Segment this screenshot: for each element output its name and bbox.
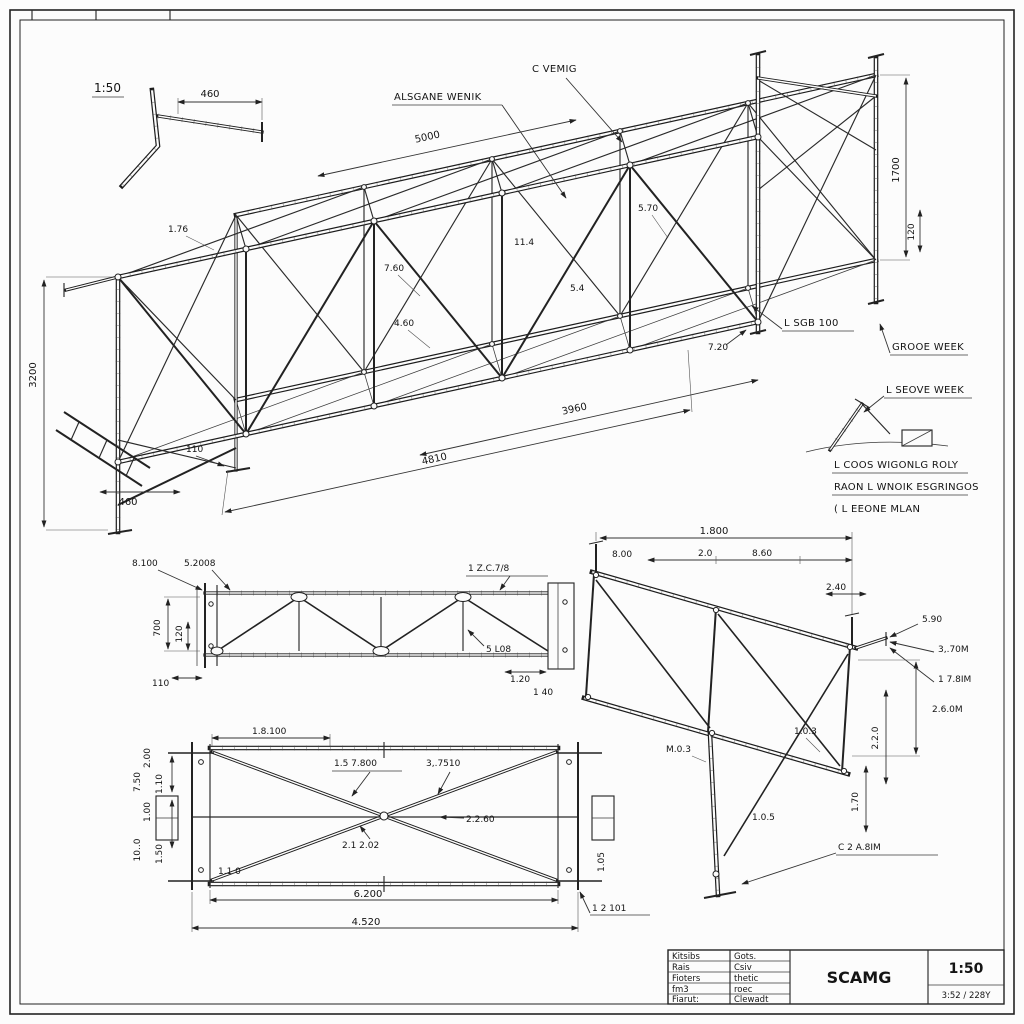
side-dim-140: 1 40 [533, 688, 553, 698]
iso-label-alsgane-wenik: ALSGANE WENIK [394, 92, 482, 103]
iso-dim-3960: 3960 [561, 401, 588, 417]
frame-dim-m03: M.0.3 [666, 745, 691, 755]
iso-label-l-sgb-100: L SGB 100 [784, 318, 839, 329]
iso-dim-176: 1.76 [168, 225, 188, 235]
iso-dim-720: 7.20 [708, 343, 728, 353]
titleblock-cell-r2c1: Rais [672, 963, 690, 973]
iso-dim-5000: 5000 [414, 129, 441, 145]
iso-label-l-seove-week: L SEOVE WEEK [886, 385, 964, 396]
titleblock-cell-r1c2: Gots. [734, 952, 756, 962]
side-dim-120b: 1.20 [510, 675, 530, 685]
titleblock-cell-r4c1: fm3 [672, 985, 689, 995]
detail-dim-460: 460 [200, 89, 219, 100]
frame-dim-260m: 2.6.0M [932, 705, 963, 715]
end-frame-linework [581, 540, 889, 899]
titleblock-cell-r2c2: Csiv [734, 963, 752, 973]
plan-dim-750: 7.50 [133, 772, 143, 792]
titleblock-cell-r5c1: Fiarut: [672, 995, 699, 1005]
titleblock-cell-r3c1: Fioters [672, 974, 701, 984]
iso-truss-annotations: 5000 1700 120 3200 460 110 4810 3960 7.2… [28, 64, 972, 531]
side-dim-52008: 5.2008 [184, 559, 216, 569]
iso-dim-114: 11.4 [514, 238, 534, 248]
plan-dim-12101: 1 2 101 [592, 904, 626, 914]
titleblock-cell-r5c2: Clewadt [734, 995, 769, 1005]
note-l-eeone: ( L EEONE MLAN [834, 504, 920, 515]
plan-dim-4520: 4.520 [352, 917, 381, 928]
titleblock-cell-r3c2: thetic [734, 974, 759, 984]
frame-dim-105: 1.0.5 [752, 813, 775, 823]
iso-dim-570: 5.70 [638, 204, 658, 214]
plan-view-annotations: 1.8.100 2.00 7.50 1.10 1.00 10..0 1.50 1… [133, 727, 650, 932]
side-elevation-linework [196, 582, 575, 670]
plan-dim-6200: 6.200 [354, 889, 383, 900]
plan-dim-110: 1.10 [155, 774, 165, 794]
iso-dim-120: 120 [907, 223, 917, 240]
iso-dim-460: 460 [118, 497, 137, 508]
plan-dim-105: 1.05 [597, 852, 607, 872]
plan-dim-200: 2.00 [143, 748, 153, 768]
plan-dim-2102: 2.1 2.02 [342, 841, 379, 851]
iso-truss-linework [55, 50, 885, 535]
titleblock-doc-number: 3:52 / 228Y [942, 991, 992, 1001]
frame-dim-590: 5.90 [922, 615, 942, 625]
frame-dim-240: 2.40 [826, 583, 846, 593]
titleblock-cell-r1c1: Kitsibs [672, 952, 700, 962]
frame-dim-c2a8im: C 2 A.8IM [838, 843, 881, 853]
detail-view-bracket: 460 1:50 [92, 81, 264, 190]
sheet-border [9, 9, 1015, 1015]
note-raon: RAON L WNOIK ESGRINGOS [834, 482, 979, 493]
iso-dim-760: 7.60 [384, 264, 404, 274]
plan-dim-1000: 10..0 [133, 838, 143, 861]
titleblock-drawing-name: SCAMG [827, 968, 892, 987]
detail-scale-label: 1:50 [94, 81, 121, 95]
frame-dim-178im: 1 7.8IM [938, 675, 971, 685]
frame-dim-20: 2.0 [698, 549, 713, 559]
plan-dim-110b: 1.1 0 [218, 867, 241, 877]
plan-dim-18100: 1.8.100 [252, 727, 287, 737]
iso-dim-54: 5.4 [570, 284, 585, 294]
plan-dim-157800: 1.5 7.800 [334, 759, 377, 769]
frame-dim-370m: 3,.70M [938, 645, 969, 655]
iso-dim-3200: 3200 [28, 362, 39, 387]
side-elevation-annotations: 8.100 5.2008 1 Z.C.7/8 700 120 110 5 L08… [132, 559, 553, 698]
iso-label-grooe-week: GROOE WEEK [892, 342, 964, 353]
side-dim-700: 700 [153, 619, 163, 636]
iso-dim-460b: 4.60 [394, 319, 414, 329]
plan-dim-100: 1.00 [143, 802, 153, 822]
note-l-coos: L COOS WIGONLG ROLY [834, 460, 959, 471]
end-frame-annotations: 1.800 8.00 2.0 8.60 2.40 5.90 3,.70M 1 7… [595, 526, 971, 885]
title-block: Kitsibs Gots. Rais Csiv Fioters thetic f… [667, 949, 1005, 1005]
side-dim-5l08: 5 L08 [486, 645, 511, 655]
iso-dim-110: 110 [186, 445, 203, 455]
side-dim-8100: 8.100 [132, 559, 158, 569]
plan-dim-2260: 2.2.60 [466, 815, 495, 825]
plan-dim-37510: 3,.7510 [426, 759, 461, 769]
side-dim-110: 110 [152, 679, 169, 689]
frame-dim-800: 8.00 [612, 550, 632, 560]
titleblock-scale: 1:50 [949, 961, 984, 977]
frame-dim-1800: 1.800 [700, 526, 729, 537]
frame-dim-860: 8.60 [752, 549, 772, 559]
frame-dim-103: 1.0.3 [794, 727, 817, 737]
side-dim-zc78: 1 Z.C.7/8 [468, 564, 510, 574]
plan-view-linework [155, 742, 615, 892]
bracket-detail-sketch [805, 398, 949, 453]
titleblock-cell-r4c2: roec [734, 985, 753, 995]
iso-dim-1700: 1700 [891, 157, 902, 182]
plan-dim-150: 1.50 [155, 844, 165, 864]
iso-label-c-vemig: C VEMIG [532, 64, 577, 75]
side-dim-120: 120 [175, 625, 185, 642]
iso-notes-list: L COOS WIGONLG ROLY RAON L WNOIK ESGRING… [832, 460, 979, 515]
frame-dim-170: 1.70 [851, 792, 861, 812]
frame-dim-220: 2.2.0 [871, 726, 881, 749]
